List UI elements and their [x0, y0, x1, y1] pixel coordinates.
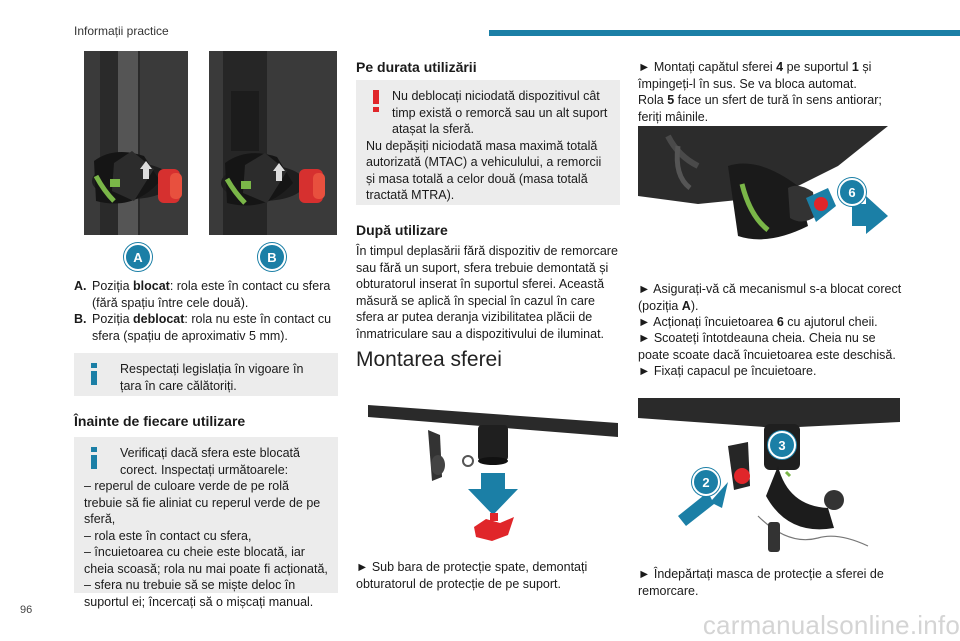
figure-3-label: 3: [768, 431, 796, 459]
note-during-use-p1: Nu deblocați niciodată dispozitivul cât …: [392, 89, 608, 136]
info-icon: [91, 363, 97, 385]
mounting-step-3: ► Asigurați-vă că mecanismul s-a blocat …: [638, 282, 902, 313]
figure-b-label: B: [258, 243, 286, 271]
mounting-step-6: ► Fixați capacul pe încuietoare.: [638, 364, 817, 378]
checklist-item: – sfera nu trebuie să se miște deloc în …: [84, 578, 314, 609]
figure-6-label: 6: [838, 178, 866, 206]
definition-a-key: A.: [74, 279, 87, 293]
definition-b: B. Poziția deblocat: rola nu este în con…: [74, 311, 338, 344]
mounting-step-2: ► Montați capătul sferei 4 pe suportul 1…: [638, 60, 882, 124]
watermark: carmanualsonline.info: [702, 610, 960, 640]
checklist-item: – rola este în contact cu sfera,: [84, 528, 252, 543]
mounting-step-4: ► Acționați încuietoarea 6 cu ajutorul c…: [638, 315, 878, 329]
warning-icon: [373, 90, 379, 112]
note-before-use: Verificați dacă sfera este blocată corec…: [74, 437, 338, 609]
mounting-step-7: ► Îndepărtați masca de protecție a sfere…: [638, 567, 884, 598]
definition-a: A. Poziția blocat: rola este în contact …: [74, 278, 338, 311]
heading-during-use: Pe durata utilizării: [356, 59, 477, 75]
heading-mounting: Montarea sferei: [356, 348, 502, 371]
figure-position-a: [74, 51, 198, 235]
info-icon: [91, 447, 97, 469]
definition-b-text: Poziția deblocat: rola nu este în contac…: [92, 312, 332, 343]
heading-after-use: După utilizare: [356, 222, 448, 238]
definition-b-key: B.: [74, 312, 87, 326]
header-accent-bar: [489, 30, 960, 36]
figure-ball-mask: [638, 396, 900, 558]
note-legislation-text: Respectați legislația în vigoare în țara…: [120, 362, 304, 393]
note-before-use-intro: Verificați dacă sfera este blocată corec…: [120, 446, 300, 477]
section-title: Informații practice: [74, 24, 169, 38]
figure-2-label: 2: [692, 468, 720, 496]
figure-position-b: [209, 51, 337, 235]
position-definitions: A. Poziția blocat: rola este în contact …: [74, 278, 338, 344]
figure-lock: [638, 126, 900, 258]
definition-a-text: Poziția blocat: rola este în contact cu …: [92, 279, 331, 310]
mounting-step-5: ► Scoateți întotdeauna cheia. Cheia nu s…: [638, 331, 896, 362]
checklist-item: – încuietoarea cu cheie este blocată, ia…: [84, 545, 328, 576]
after-use-text: În timpul deplasării fără dispozitiv de …: [356, 244, 618, 341]
figure-remove-cover: [368, 385, 618, 550]
note-legislation: Respectați legislația în vigoare în țara…: [74, 353, 338, 396]
figure-a-label: A: [124, 243, 152, 271]
checklist-item: – reperul de culoare verde de pe rolă tr…: [84, 479, 321, 526]
mounting-step-1: ► Sub bara de protecție spate, demontați…: [356, 560, 588, 591]
page-number: 96: [20, 604, 33, 616]
heading-before-use: Înainte de fiecare utilizare: [74, 413, 246, 429]
note-during-use: Nu deblocați niciodată dispozitivul cât …: [356, 80, 620, 205]
note-during-use-p2: Nu depășiți niciodată masa maximă totală…: [366, 138, 602, 203]
